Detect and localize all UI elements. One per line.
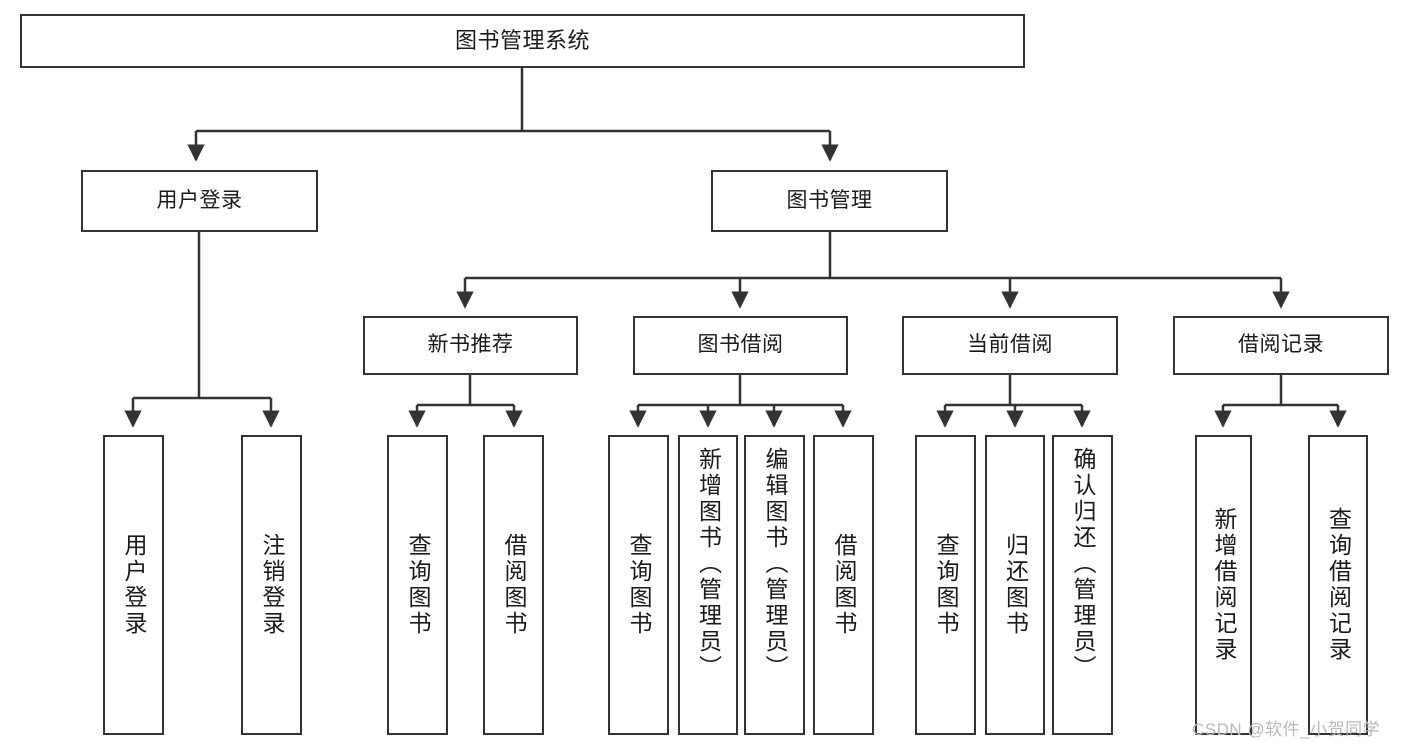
node-leaf-edit-book-label: 编辑图书（管理员） <box>762 447 788 681</box>
node-leaf-query-book-1[interactable]: 查询图书 <box>387 435 448 735</box>
node-leaf-user-login-label: 用户登录 <box>121 533 147 637</box>
node-leaf-add-record[interactable]: 新增借阅记录 <box>1195 435 1252 735</box>
node-leaf-borrow-book-1[interactable]: 借阅图书 <box>483 435 544 735</box>
node-leaf-confirm-return-label: 确认归还（管理员） <box>1070 447 1096 681</box>
node-user-login-label: 用户登录 <box>156 188 243 212</box>
node-user-login[interactable]: 用户登录 <box>81 170 318 232</box>
node-current-borrow[interactable]: 当前借阅 <box>902 316 1118 375</box>
node-book-management[interactable]: 图书管理 <box>711 170 948 232</box>
node-leaf-query-record-label: 查询借阅记录 <box>1325 507 1352 663</box>
node-root[interactable]: 图书管理系统 <box>20 14 1025 68</box>
node-book-management-label: 图书管理 <box>786 188 873 212</box>
node-leaf-user-logout-label: 注销登录 <box>259 533 285 637</box>
node-leaf-add-book-label: 新增图书（管理员） <box>695 447 722 681</box>
node-leaf-query-book-3-label: 查询图书 <box>933 533 959 637</box>
node-leaf-query-book-1-label: 查询图书 <box>405 533 431 637</box>
node-current-borrow-label: 当前借阅 <box>967 333 1053 357</box>
node-leaf-return-book-label: 归还图书 <box>1002 533 1029 637</box>
node-leaf-borrow-book-2[interactable]: 借阅图书 <box>813 435 874 735</box>
node-borrow-record[interactable]: 借阅记录 <box>1173 316 1389 375</box>
node-leaf-query-record[interactable]: 查询借阅记录 <box>1308 435 1368 735</box>
node-leaf-edit-book[interactable]: 编辑图书（管理员） <box>744 435 805 735</box>
csdn-watermark: CSDN @软件_小贺同学 <box>1192 720 1381 739</box>
node-leaf-borrow-book-2-label: 借阅图书 <box>831 533 857 637</box>
node-leaf-user-logout[interactable]: 注销登录 <box>241 435 302 735</box>
node-leaf-query-book-2[interactable]: 查询图书 <box>608 435 669 735</box>
node-new-book-recommend[interactable]: 新书推荐 <box>363 316 578 375</box>
node-leaf-user-login[interactable]: 用户登录 <box>103 435 164 735</box>
node-book-borrow[interactable]: 图书借阅 <box>633 316 848 375</box>
node-leaf-add-record-label: 新增借阅记录 <box>1211 507 1237 663</box>
node-leaf-return-book[interactable]: 归还图书 <box>985 435 1045 735</box>
node-leaf-borrow-book-1-label: 借阅图书 <box>501 533 527 637</box>
node-leaf-query-book-3[interactable]: 查询图书 <box>915 435 976 735</box>
node-leaf-confirm-return[interactable]: 确认归还（管理员） <box>1052 435 1113 735</box>
node-new-book-recommend-label: 新书推荐 <box>427 333 514 357</box>
node-book-borrow-label: 图书借阅 <box>697 333 784 357</box>
node-borrow-record-label: 借阅记录 <box>1238 333 1324 357</box>
node-root-label: 图书管理系统 <box>454 28 590 54</box>
node-leaf-add-book[interactable]: 新增图书（管理员） <box>678 435 738 735</box>
node-leaf-query-book-2-label: 查询图书 <box>626 533 652 637</box>
